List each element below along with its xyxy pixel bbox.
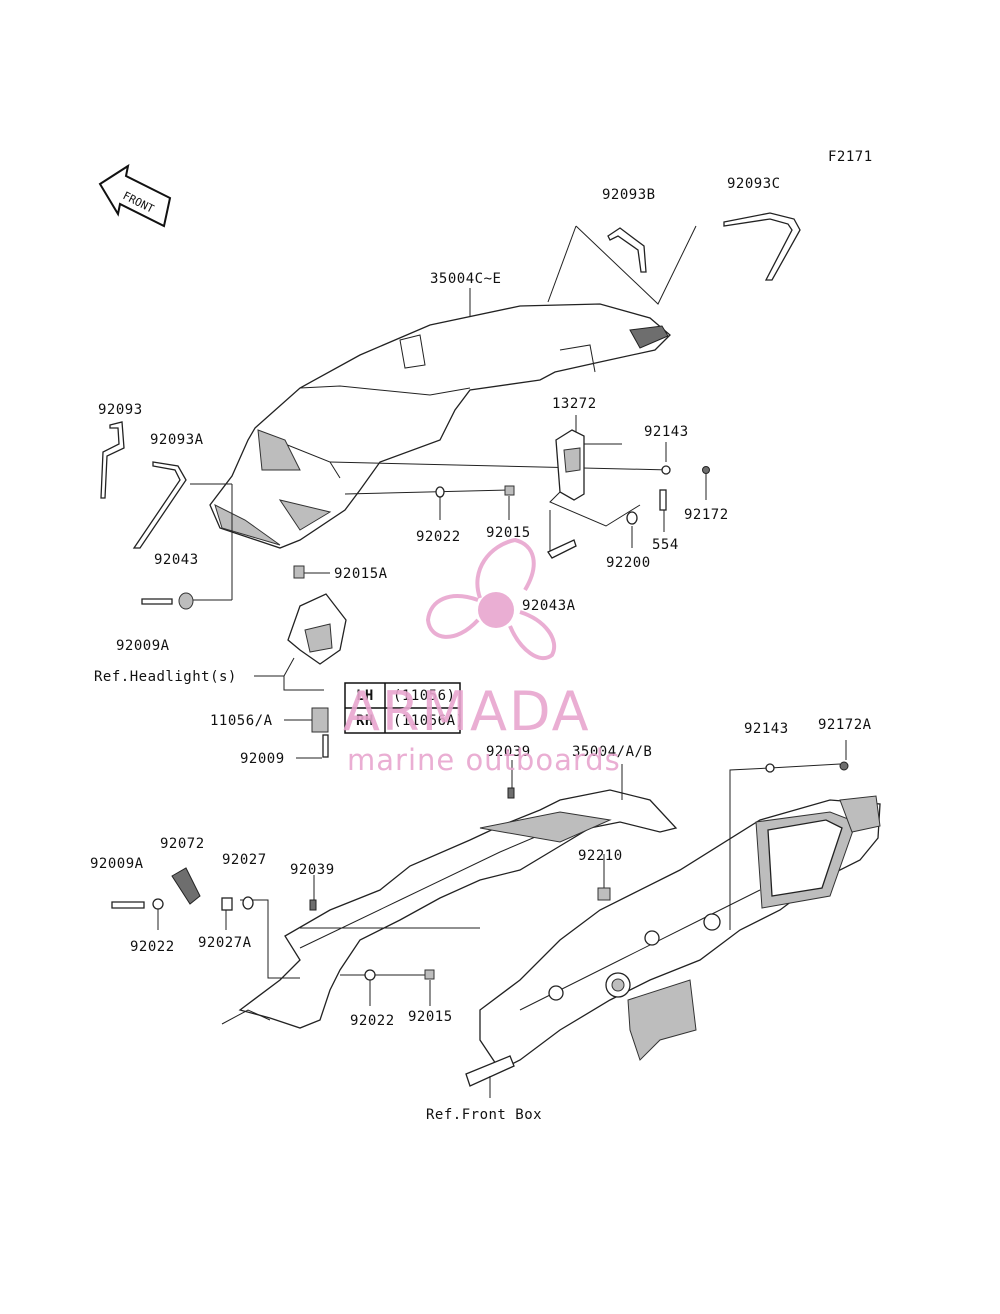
label-92043: 92043	[154, 552, 199, 568]
label-92143-right: 92143	[744, 721, 789, 737]
label-92015-bottom: 92015	[408, 1009, 453, 1025]
propeller-hub-icon	[478, 592, 514, 628]
label-92093B: 92093B	[602, 187, 656, 203]
label-92093C: 92093C	[727, 176, 781, 192]
screw-92009A-bottom	[111, 901, 145, 909]
table-row-rh-side: RH	[356, 713, 374, 729]
seal-strip-92093C	[723, 212, 801, 281]
screw-92039-left	[309, 899, 317, 911]
washer-92200	[626, 511, 638, 525]
clip-11056	[311, 707, 329, 733]
headlight-bracket	[287, 593, 347, 665]
label-92172: 92172	[684, 507, 729, 523]
label-92200: 92200	[606, 555, 651, 571]
front-arrow-icon: FRONT	[98, 163, 172, 228]
label-554: 554	[652, 537, 679, 553]
lower-leader-lines	[157, 740, 847, 1098]
screw-92039-top	[507, 787, 515, 799]
screw-92009A-top	[141, 598, 173, 605]
watermark-brand: ARMADA	[343, 680, 591, 743]
bracket-13272	[555, 429, 585, 501]
label-13272: 13272	[552, 396, 597, 412]
seal-strip-92093	[100, 421, 125, 499]
stay-92072	[171, 867, 201, 905]
label-92015-top: 92015	[486, 525, 531, 541]
label-11056-A: 11056/A	[210, 713, 273, 729]
label-92039-top: 92039	[486, 744, 531, 760]
label-92039-left: 92039	[290, 862, 335, 878]
ref-headlight-leader-2	[283, 657, 295, 677]
label-92143-top: 92143	[644, 424, 689, 440]
label-92043A: 92043A	[522, 598, 576, 614]
label-92027A: 92027A	[198, 935, 252, 951]
label-92072: 92072	[160, 836, 205, 852]
label-92022-bottom: 92022	[350, 1013, 395, 1029]
washer-92022-top	[435, 486, 445, 498]
nut-92015-bottom	[424, 969, 435, 980]
label-92022-left: 92022	[130, 939, 175, 955]
label-92009: 92009	[240, 751, 285, 767]
armada-logo: ARMADA marine outboards	[343, 537, 621, 777]
bolt-92043A	[547, 539, 577, 559]
label-ref-headlight: Ref.Headlight(s)	[94, 669, 237, 685]
label-92022-top: 92022	[416, 529, 461, 545]
bolt-92172	[702, 466, 710, 474]
pin-554	[659, 489, 667, 511]
washer-92022-bottom	[364, 969, 376, 981]
upper-cowl-part	[209, 303, 671, 549]
watermark-tagline: marine outboards	[347, 743, 621, 777]
table-row-lh-side: LH	[356, 688, 374, 704]
clip-92015A	[293, 565, 305, 579]
label-92009A-bottom: 92009A	[90, 856, 144, 872]
nut-92015-top	[504, 485, 515, 496]
table-row-lh-part: (11056)	[393, 688, 456, 704]
label-92027: 92027	[222, 852, 267, 868]
washer-92143-top	[661, 465, 671, 475]
ref-headlight-leader	[254, 675, 324, 691]
front-box-part	[465, 795, 881, 1087]
bolt-92172A	[839, 761, 849, 771]
side-table: LH (11056) RH (11056A)	[344, 682, 464, 734]
washer-92022-left	[152, 898, 164, 910]
grommet-92043	[178, 592, 194, 610]
washer-92027	[242, 896, 254, 910]
seal-strip-92093B	[607, 227, 647, 273]
label-92015A: 92015A	[334, 566, 388, 582]
label-35004-A-B: 35004/A/B	[572, 744, 652, 760]
table-row-rh-part: (11056A)	[393, 713, 464, 729]
lower-cowl-part	[221, 789, 678, 1029]
label-92009A-top: 92009A	[116, 638, 170, 654]
screw-92009	[322, 734, 329, 758]
label-ref-front-box: Ref.Front Box	[426, 1107, 542, 1123]
clip-92210	[597, 887, 611, 901]
propeller-icon	[425, 537, 557, 661]
label-92210: 92210	[578, 848, 623, 864]
label-92172A: 92172A	[818, 717, 872, 733]
washer-92143-right	[765, 763, 775, 773]
collar-92027A	[221, 897, 233, 911]
label-35004C-E: 35004C~E	[430, 271, 501, 287]
seal-strip-92093A	[132, 461, 187, 549]
figure-code: F2171	[828, 149, 873, 165]
label-92093A: 92093A	[150, 432, 204, 448]
label-92093: 92093	[98, 402, 143, 418]
